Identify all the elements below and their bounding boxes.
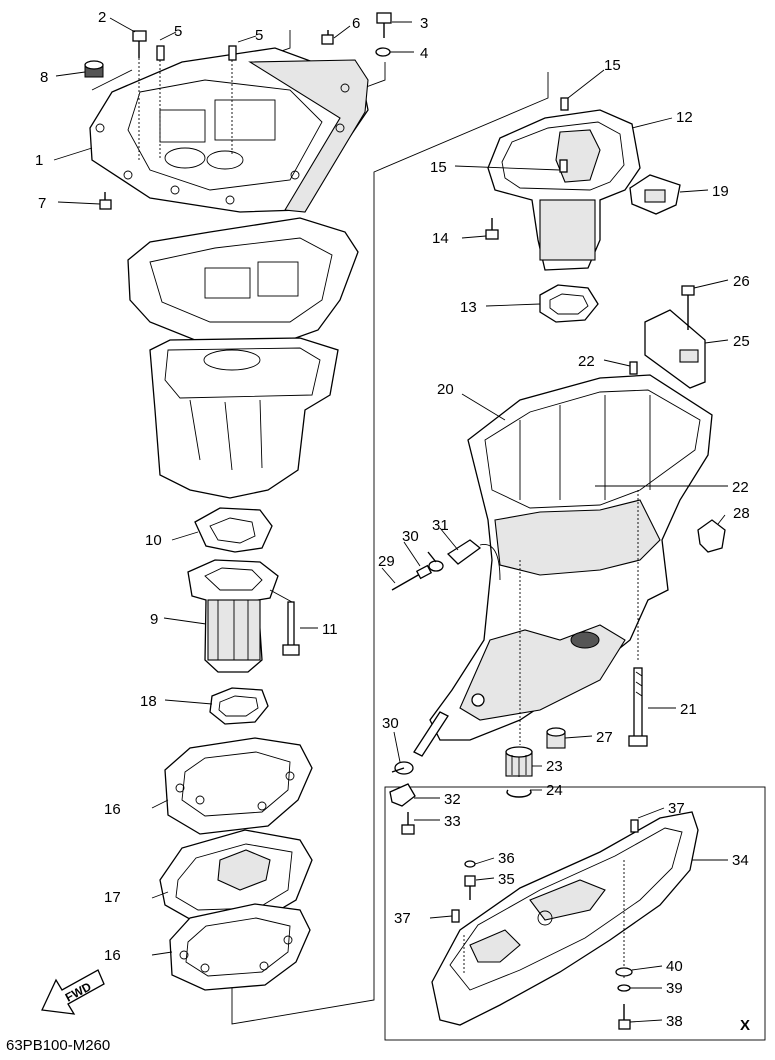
callout-1: 1 (35, 152, 43, 169)
part-28-plug (697, 519, 726, 553)
fwd-arrow: FWD (41, 969, 105, 1015)
callout-13: 13 (460, 299, 477, 316)
callout-34: 34 (732, 852, 749, 869)
part-31-hose (446, 539, 501, 581)
callout-26: 26 (733, 273, 750, 290)
callout-28: 28 (733, 505, 750, 522)
callout-17: 17 (104, 889, 121, 906)
part-12-housing (487, 109, 641, 271)
callout-22b: 22 (732, 479, 749, 496)
callout-37b: 37 (394, 910, 411, 927)
part-18-seal (209, 687, 269, 725)
callout-7: 7 (38, 195, 46, 212)
callout-22a: 22 (578, 353, 595, 370)
part-29-screw (391, 564, 433, 591)
callout-12: 12 (676, 109, 693, 126)
callout-5a: 5 (174, 23, 182, 40)
callout-19: 19 (712, 183, 729, 200)
part-16-gasket-lower (169, 903, 311, 991)
callout-37a: 37 (668, 800, 685, 817)
callout-18: 18 (140, 693, 157, 710)
part-14-bolt (485, 218, 499, 240)
diagram-code: 63PB100-M260 (6, 1037, 110, 1054)
part-33-bolt (401, 812, 415, 835)
callout-29: 29 (378, 553, 395, 570)
callout-30a: 30 (402, 528, 419, 545)
callout-labels: 1 2 3 4 5 5 6 7 8 9 10 11 12 13 14 15 15… (35, 9, 750, 1030)
callout-27: 27 (596, 729, 613, 746)
callout-8: 8 (40, 69, 48, 86)
part-27-grommet (546, 727, 566, 749)
callout-3: 3 (420, 15, 428, 32)
part-10-gasket (194, 507, 273, 553)
part-21-bolt (628, 667, 648, 747)
fasteners-top (84, 12, 392, 210)
callout-4: 4 (420, 45, 428, 62)
callout-14: 14 (432, 230, 449, 247)
callout-16a: 16 (104, 801, 121, 818)
callout-33: 33 (444, 813, 461, 830)
callout-30b: 30 (382, 715, 399, 732)
callout-6: 6 (352, 15, 360, 32)
callout-15a: 15 (604, 57, 621, 74)
part-25-cover-plate (644, 309, 706, 389)
part-17-plate (159, 829, 313, 923)
leader-lines (53, 17, 729, 1023)
callout-2: 2 (98, 9, 106, 26)
callout-16b: 16 (104, 947, 121, 964)
callout-24: 24 (546, 782, 563, 799)
part-34-inset-housing (431, 811, 699, 1026)
callout-38: 38 (666, 1013, 683, 1030)
callout-11: 11 (322, 621, 338, 638)
callout-36: 36 (498, 850, 515, 867)
callout-40: 40 (666, 958, 683, 975)
gasket-upper (127, 217, 359, 343)
callout-23: 23 (546, 758, 563, 775)
part-30-clamp-lower (391, 711, 449, 775)
callout-35: 35 (498, 871, 515, 888)
part-11-bolt (269, 589, 300, 656)
inset-label: X (740, 1017, 750, 1034)
callout-25: 25 (733, 333, 750, 350)
exhaust-guide-housing (149, 337, 339, 499)
part-16-gasket-upper (164, 737, 313, 835)
callout-9: 9 (150, 611, 158, 628)
callout-32: 32 (444, 791, 461, 808)
part-13-seal (539, 284, 599, 323)
callout-20: 20 (437, 381, 454, 398)
part-24-circlip (506, 789, 532, 798)
part-30-clamp-upper (427, 551, 444, 572)
part-9-exhaust-manifold (187, 559, 279, 673)
part-15-pins (559, 97, 569, 173)
part-26-bolt (681, 285, 695, 330)
callout-39: 39 (666, 980, 683, 997)
callout-15b: 15 (430, 159, 447, 176)
callout-10: 10 (145, 532, 162, 549)
callout-21: 21 (680, 701, 697, 718)
part-23-bushing (505, 746, 533, 777)
part-1-upper-plate (89, 47, 369, 213)
callout-31: 31 (432, 517, 449, 534)
part-20-upper-casing (429, 374, 713, 745)
part-19-mount (629, 174, 681, 215)
part-32-bracket (389, 783, 416, 807)
callout-5b: 5 (255, 27, 263, 44)
